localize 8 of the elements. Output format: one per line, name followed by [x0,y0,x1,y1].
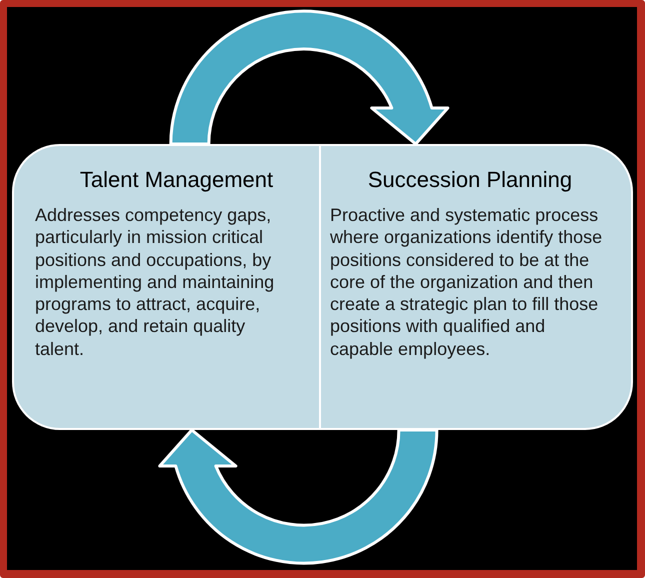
curved-arrow [158,428,438,565]
panel-heading: Talent Management [78,167,274,193]
panel-description: Proactive and systematic process where organizations identify those positions considered to be at the core of the organization and then create a strategic plan to fill those positions with qualified and capable employees. [330,204,604,360]
panel-heading: Succession Planning [366,167,574,193]
text-panel [12,144,319,430]
curved-arrow [169,10,450,146]
panel-description: Addresses competency gaps, particularly in mission critical positions and occupations, by implementing and maintaining programs to attract, acquire, develop, and retain quality talent. [35,204,276,360]
text-panel [319,144,633,430]
